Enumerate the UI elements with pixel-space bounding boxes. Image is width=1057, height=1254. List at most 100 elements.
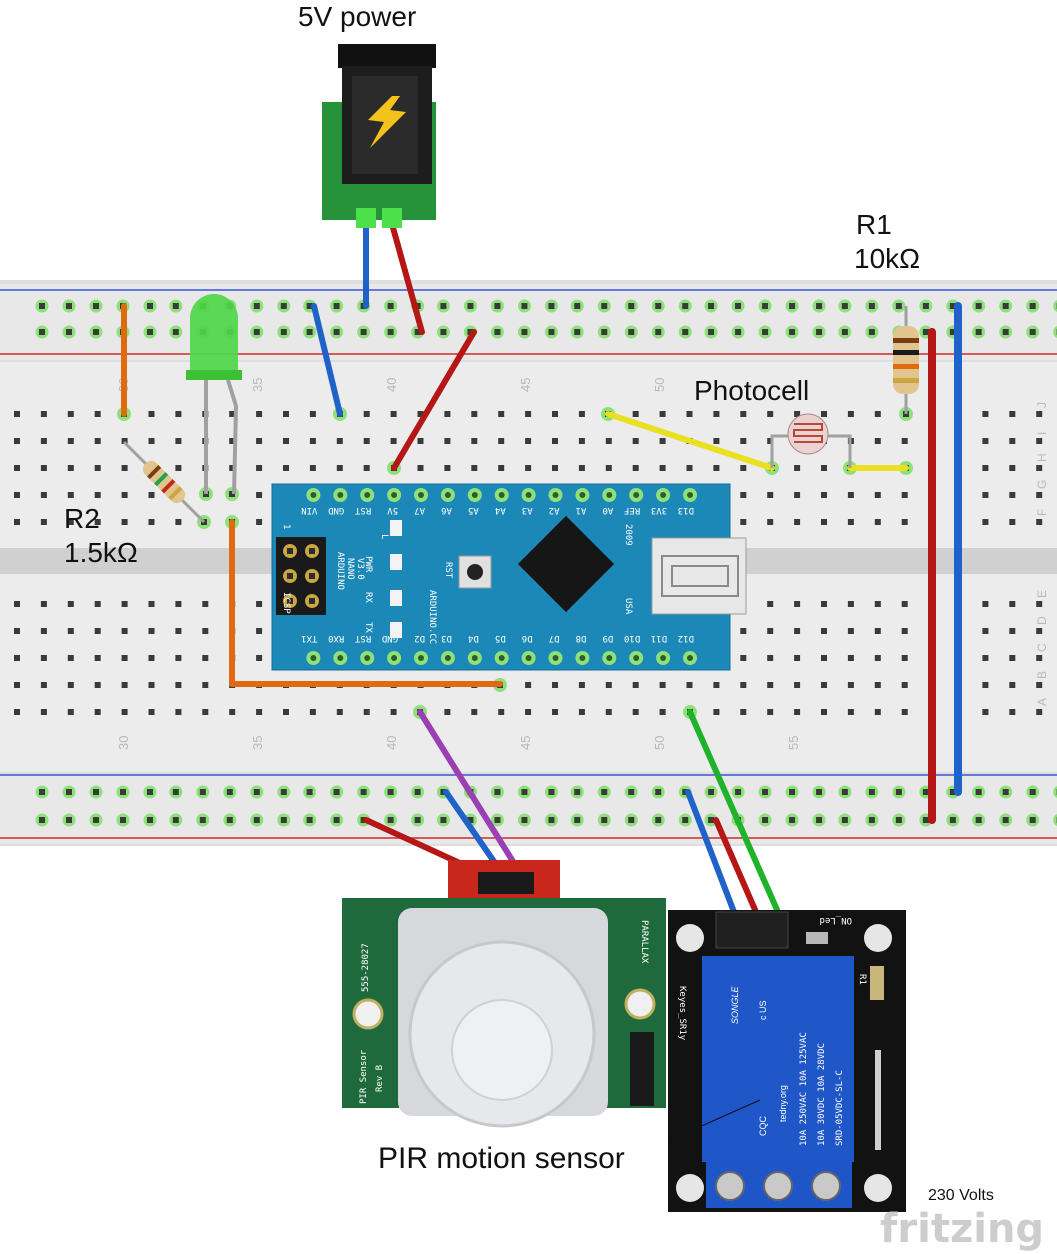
- breadboard-hole[interactable]: [1036, 519, 1043, 525]
- breadboard-hole[interactable]: [659, 709, 666, 715]
- breadboard-hole[interactable]: [67, 655, 74, 661]
- breadboard-hole[interactable]: [256, 709, 263, 715]
- breadboard-hole[interactable]: [874, 709, 881, 715]
- breadboard-hole[interactable]: [552, 682, 558, 688]
- breadboard-hole[interactable]: [1009, 411, 1016, 417]
- breadboard-hole[interactable]: [94, 492, 101, 498]
- breadboard-hole[interactable]: [794, 655, 801, 661]
- breadboard-hole[interactable]: [94, 465, 101, 471]
- breadboard-hole[interactable]: [202, 628, 209, 634]
- breadboard-hole[interactable]: [498, 411, 505, 417]
- breadboard-hole[interactable]: [767, 519, 774, 525]
- breadboard-hole[interactable]: [632, 411, 639, 417]
- breadboard-hole[interactable]: [390, 709, 397, 715]
- breadboard-hole[interactable]: [578, 465, 585, 471]
- breadboard-hole[interactable]: [202, 655, 209, 661]
- breadboard-hole[interactable]: [40, 492, 47, 498]
- breadboard-hole[interactable]: [121, 709, 128, 715]
- breadboard-hole[interactable]: [982, 465, 989, 471]
- breadboard-hole[interactable]: [713, 465, 720, 471]
- breadboard-hole[interactable]: [794, 519, 801, 525]
- breadboard-hole[interactable]: [40, 601, 47, 607]
- breadboard-hole[interactable]: [67, 438, 74, 444]
- breadboard-hole[interactable]: [552, 465, 558, 471]
- breadboard-hole[interactable]: [363, 411, 370, 417]
- breadboard-hole[interactable]: [552, 411, 558, 417]
- breadboard-hole[interactable]: [605, 465, 612, 471]
- breadboard-hole[interactable]: [982, 411, 989, 417]
- breadboard-hole[interactable]: [578, 709, 585, 715]
- breadboard-hole[interactable]: [283, 411, 289, 417]
- rail-hole[interactable]: [1053, 326, 1057, 339]
- breadboard-hole[interactable]: [175, 465, 182, 471]
- breadboard-hole[interactable]: [874, 438, 881, 444]
- breadboard-hole[interactable]: [14, 682, 20, 688]
- breadboard-hole[interactable]: [148, 655, 155, 661]
- breadboard-hole[interactable]: [632, 465, 639, 471]
- breadboard-hole[interactable]: [417, 438, 424, 444]
- breadboard-hole[interactable]: [901, 709, 908, 715]
- breadboard-hole[interactable]: [1036, 411, 1043, 417]
- breadboard-hole[interactable]: [740, 709, 747, 715]
- breadboard-hole[interactable]: [67, 411, 74, 417]
- breadboard-hole[interactable]: [148, 519, 155, 525]
- breadboard-hole[interactable]: [14, 438, 20, 444]
- breadboard-hole[interactable]: [740, 519, 747, 525]
- breadboard-hole[interactable]: [121, 628, 128, 634]
- breadboard-hole[interactable]: [67, 492, 74, 498]
- breadboard-hole[interactable]: [740, 465, 747, 471]
- breadboard-hole[interactable]: [67, 682, 74, 688]
- breadboard-hole[interactable]: [202, 709, 209, 715]
- breadboard-hole[interactable]: [256, 492, 263, 498]
- breadboard-hole[interactable]: [363, 438, 370, 444]
- breadboard-hole[interactable]: [40, 655, 47, 661]
- breadboard-hole[interactable]: [659, 682, 666, 688]
- breadboard-hole[interactable]: [767, 411, 774, 417]
- breadboard-hole[interactable]: [417, 465, 424, 471]
- breadboard-hole[interactable]: [471, 465, 478, 471]
- breadboard-hole[interactable]: [847, 519, 854, 525]
- breadboard-hole[interactable]: [444, 465, 451, 471]
- breadboard-hole[interactable]: [659, 465, 666, 471]
- breadboard-hole[interactable]: [148, 601, 155, 607]
- breadboard-hole[interactable]: [874, 492, 881, 498]
- breadboard-hole[interactable]: [229, 438, 236, 444]
- breadboard-hole[interactable]: [175, 411, 182, 417]
- breadboard-hole[interactable]: [901, 438, 908, 444]
- breadboard-hole[interactable]: [767, 628, 774, 634]
- breadboard-hole[interactable]: [94, 628, 101, 634]
- breadboard-hole[interactable]: [740, 682, 747, 688]
- breadboard-hole[interactable]: [767, 682, 774, 688]
- breadboard-hole[interactable]: [121, 601, 128, 607]
- breadboard-hole[interactable]: [40, 411, 47, 417]
- breadboard-hole[interactable]: [14, 655, 20, 661]
- breadboard-hole[interactable]: [175, 628, 182, 634]
- breadboard-hole[interactable]: [40, 628, 47, 634]
- breadboard-hole[interactable]: [498, 465, 505, 471]
- breadboard-hole[interactable]: [309, 465, 316, 471]
- breadboard-hole[interactable]: [605, 709, 612, 715]
- breadboard-hole[interactable]: [821, 465, 827, 471]
- breadboard-hole[interactable]: [94, 655, 101, 661]
- breadboard-hole[interactable]: [40, 709, 47, 715]
- breadboard-hole[interactable]: [1036, 465, 1043, 471]
- breadboard-hole[interactable]: [659, 438, 666, 444]
- rail-hole[interactable]: [1053, 814, 1057, 827]
- breadboard-hole[interactable]: [148, 438, 155, 444]
- breadboard-hole[interactable]: [175, 655, 182, 661]
- breadboard-hole[interactable]: [740, 628, 747, 634]
- breadboard-hole[interactable]: [336, 709, 343, 715]
- breadboard-hole[interactable]: [148, 411, 155, 417]
- breadboard-hole[interactable]: [336, 465, 343, 471]
- breadboard-hole[interactable]: [121, 492, 128, 498]
- breadboard-hole[interactable]: [175, 519, 182, 525]
- breadboard-hole[interactable]: [1009, 628, 1016, 634]
- breadboard-hole[interactable]: [363, 465, 370, 471]
- breadboard-hole[interactable]: [14, 465, 20, 471]
- breadboard-hole[interactable]: [713, 438, 720, 444]
- breadboard-hole[interactable]: [309, 411, 316, 417]
- breadboard-hole[interactable]: [1036, 628, 1043, 634]
- breadboard-hole[interactable]: [901, 519, 908, 525]
- breadboard-hole[interactable]: [1009, 682, 1016, 688]
- breadboard-hole[interactable]: [847, 655, 854, 661]
